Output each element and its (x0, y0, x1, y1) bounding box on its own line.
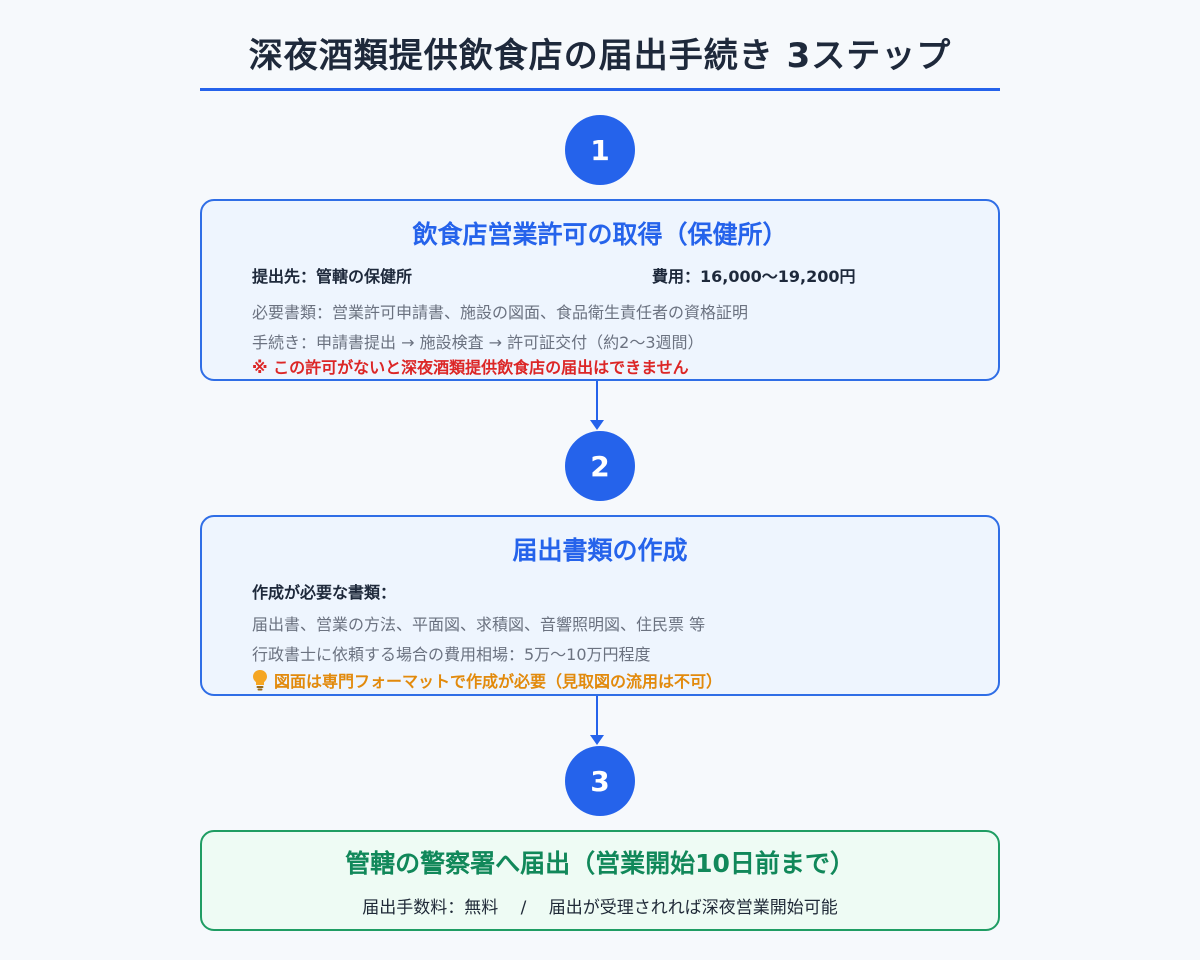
step-3-card: 管轄の警察署へ届出（営業開始10日前まで） 届出手数料：無料 / 届出が受理され… (200, 830, 1000, 931)
step-2-docs-list: 届出書、営業の方法、平面図、求積図、音響照明図、住民票 等 (252, 615, 706, 634)
step-2-tip-text: 図面は専門フォーマットで作成が必要（見取図の流用は不可） (274, 672, 723, 691)
step-3-details: 届出手数料：無料 / 届出が受理されれば深夜営業開始可能 (362, 898, 838, 918)
connector-2-3 (596, 696, 598, 736)
step-3-number: 3 (565, 746, 635, 816)
step-2-number: 2 (565, 431, 635, 501)
step-2-cost: 行政書士に依頼する場合の費用相場：5万〜10万円程度 (252, 645, 651, 664)
lightbulb-icon (253, 670, 267, 691)
step-1-number: 1 (565, 115, 635, 185)
step-1-warning: ※ この許可がないと深夜酒類提供飲食店の届出はできません (252, 358, 689, 377)
step-1-submit-to: 提出先：管轄の保健所 (252, 267, 413, 286)
step-2-card: 届出書類の作成 作成が必要な書類： 届出書、営業の方法、平面図、求積図、音響照明… (200, 515, 1000, 696)
arrow-down-icon (590, 735, 604, 745)
arrow-down-icon (590, 420, 604, 430)
step-1-fee: 費用：16,000〜19,200円 (652, 267, 856, 286)
connector-1-2 (596, 381, 598, 421)
title-underline (200, 88, 1000, 91)
step-1-card: 飲食店営業許可の取得（保健所） 提出先：管轄の保健所 費用：16,000〜19,… (200, 199, 1000, 381)
step-2-title: 届出書類の作成 (512, 536, 688, 565)
step-2-docs-heading: 作成が必要な書類： (252, 583, 397, 602)
step-3-title: 管轄の警察署へ届出（営業開始10日前まで） (345, 849, 855, 878)
page-title: 深夜酒類提供飲食店の届出手続き 3ステップ (248, 36, 952, 76)
step-1-documents: 必要書類：営業許可申請書、施設の図面、食品衛生責任者の資格証明 (252, 303, 749, 322)
step-1-procedure: 手続き：申請書提出 → 施設検査 → 許可証交付（約2〜3週間） (252, 333, 704, 352)
step-2-tip: 図面は専門フォーマットで作成が必要（見取図の流用は不可） (252, 668, 722, 692)
step-1-title: 飲食店営業許可の取得（保健所） (412, 220, 788, 249)
